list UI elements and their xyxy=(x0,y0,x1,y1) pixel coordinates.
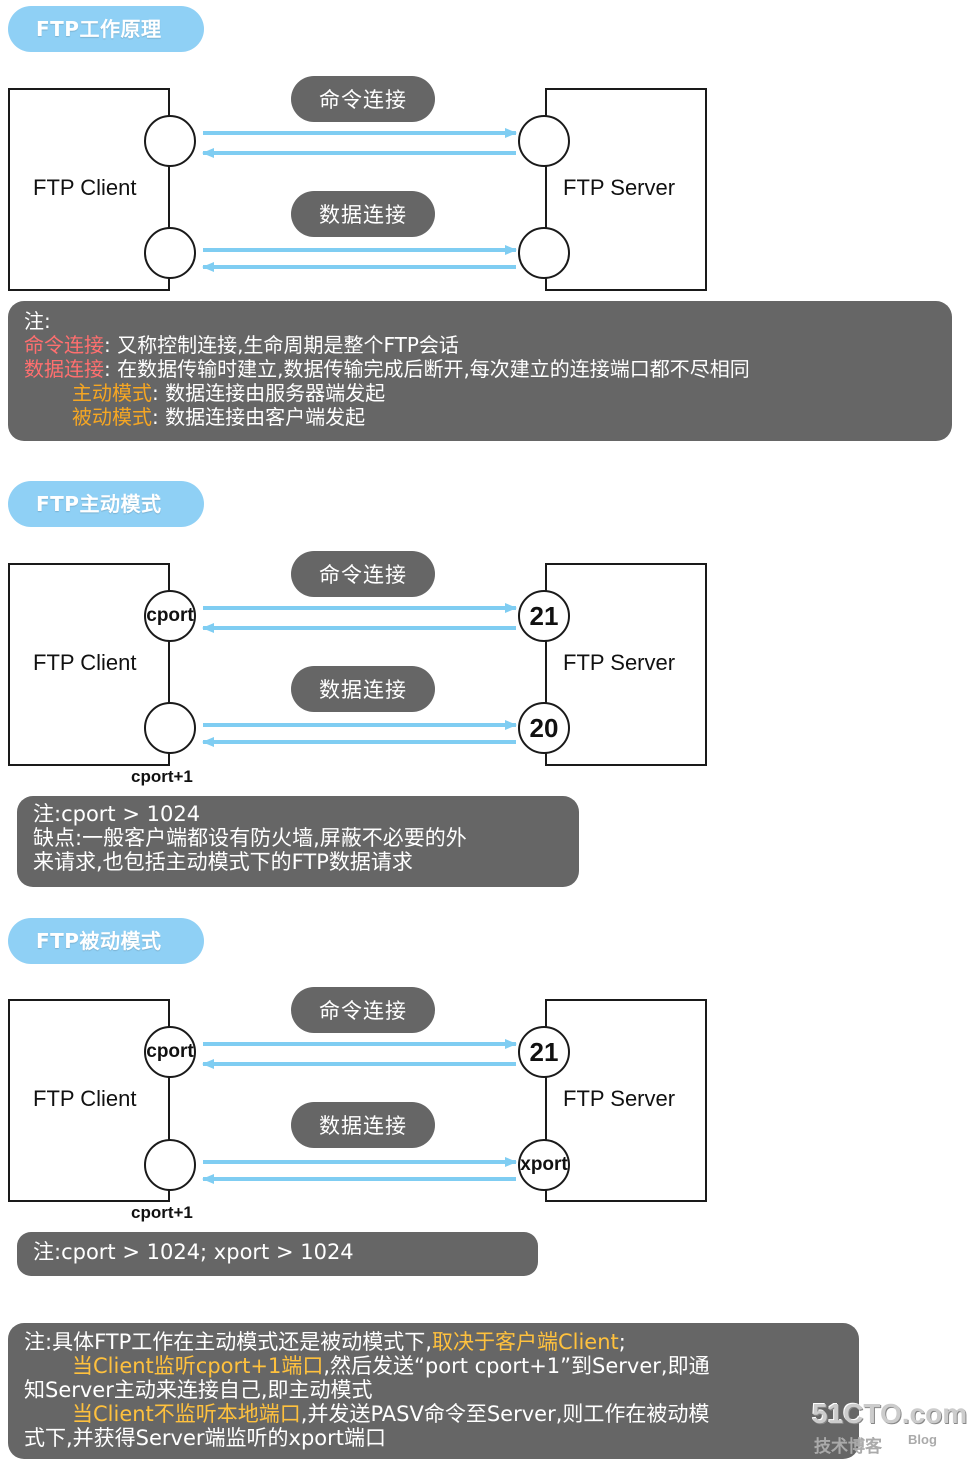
ftp-server-label: FTP Server xyxy=(563,175,676,200)
note-line-command: 命令连接: 又称控制连接,生命周期是整个FTP会话 xyxy=(24,333,459,357)
note-key-passive: 被动模式 xyxy=(72,405,152,429)
note-key-active: 主动模式 xyxy=(72,381,152,405)
active-client-box xyxy=(8,563,170,766)
ftp-client-label: FTP Client xyxy=(33,175,137,200)
passive-server-port-21: 21 xyxy=(518,1026,570,1078)
note-line-active: 主动模式: 数据连接由服务器端发起 xyxy=(72,381,386,405)
passive-note: 注:cport > 1024; xport > 1024 xyxy=(17,1232,538,1276)
passive-note-line1: 注:cport > 1024; xport > 1024 xyxy=(33,1240,354,1264)
active-note-line3: 来请求,也包括主动模式下的FTP数据请求 xyxy=(33,850,413,874)
passive-server-label: FTP Server xyxy=(563,1086,676,1111)
server-data-port xyxy=(518,227,570,279)
note-line-passive: 被动模式: 数据连接由客户端发起 xyxy=(72,405,366,429)
passive-command-connection-label: 命令连接 xyxy=(291,987,435,1033)
section-title-active: FTP主动模式 xyxy=(8,481,204,527)
command-connection-label: 命令连接 xyxy=(291,76,435,122)
section-title-passive: FTP被动模式 xyxy=(8,918,204,964)
section-title-principle: FTP工作原理 xyxy=(8,6,204,52)
summary-note: 注:具体FTP工作在主动模式还是被动模式下,取决于客户端Client; 当Cli… xyxy=(8,1323,859,1459)
watermark-main: 51CTO.com xyxy=(812,1398,967,1429)
note-key-data: 数据连接 xyxy=(24,357,104,381)
summary-line5: 式下,并获得Server端监听的xport端口 xyxy=(24,1426,387,1450)
active-note: 注:cport > 1024 缺点:一般客户端都设有防火墙,屏蔽不必要的外 来请… xyxy=(17,796,579,887)
summary-line1: 注:具体FTP工作在主动模式还是被动模式下,取决于客户端Client; xyxy=(24,1330,626,1354)
active-server-label: FTP Server xyxy=(563,650,676,675)
active-note-line2: 缺点:一般客户端都设有防火墙,屏蔽不必要的外 xyxy=(33,826,467,850)
active-server-port-20: 20 xyxy=(518,702,570,754)
watermark-51cto: 51CTO.com 技术博客 Blog xyxy=(812,1398,967,1458)
active-server-box xyxy=(545,563,707,766)
passive-server-box xyxy=(545,999,707,1202)
principle-note: 注: 命令连接: 又称控制连接,生命周期是整个FTP会话 数据连接: 在数据传输… xyxy=(8,301,952,441)
passive-client-label: FTP Client xyxy=(33,1086,137,1111)
note-line-data: 数据连接: 在数据传输时建立,数据传输完成后断开,每次建立的连接端口都不尽相同 xyxy=(24,357,750,381)
client-data-port xyxy=(144,227,196,279)
active-command-connection-label: 命令连接 xyxy=(291,551,435,597)
note-heading: 注: xyxy=(24,309,51,333)
passive-client-cport: cport xyxy=(144,1026,196,1078)
active-cport-plus-one-label: cport+1 xyxy=(131,767,193,786)
passive-data-connection-label: 数据连接 xyxy=(291,1102,435,1148)
ftp-server-box xyxy=(545,88,707,291)
active-data-connection-label: 数据连接 xyxy=(291,666,435,712)
summary-line4: 当Client不监听本地端口,并发送PASV命令至Server,则工作在被动模 xyxy=(72,1402,710,1426)
watermark-sub: 技术博客 xyxy=(814,1437,882,1457)
active-note-line1: 注:cport > 1024 xyxy=(33,802,201,826)
watermark-blog: Blog xyxy=(908,1432,937,1447)
summary-line2: 当Client监听cport+1端口,然后发送“port cport+1”到Se… xyxy=(72,1354,710,1378)
summary-line3: 知Server主动来连接自己,即主动模式 xyxy=(24,1378,373,1402)
note-key-command: 命令连接 xyxy=(24,333,104,357)
active-client-label: FTP Client xyxy=(33,650,137,675)
data-connection-label: 数据连接 xyxy=(291,191,435,237)
summary-highlight-client: 取决于客户端Client xyxy=(431,1330,619,1354)
summary-highlight-listen: 当Client监听cport+1端口 xyxy=(72,1354,324,1378)
passive-client-box xyxy=(8,999,170,1202)
ftp-client-box xyxy=(8,88,170,291)
passive-cport-plus-one-label: cport+1 xyxy=(131,1203,193,1222)
server-command-port xyxy=(518,115,570,167)
passive-client-data-port xyxy=(144,1139,196,1191)
active-server-port-21: 21 xyxy=(518,590,570,642)
active-client-data-port xyxy=(144,702,196,754)
passive-server-xport: xport xyxy=(518,1139,570,1191)
active-client-cport: cport xyxy=(144,590,196,642)
client-command-port xyxy=(144,115,196,167)
summary-highlight-no-listen: 当Client不监听本地端口 xyxy=(72,1402,301,1426)
